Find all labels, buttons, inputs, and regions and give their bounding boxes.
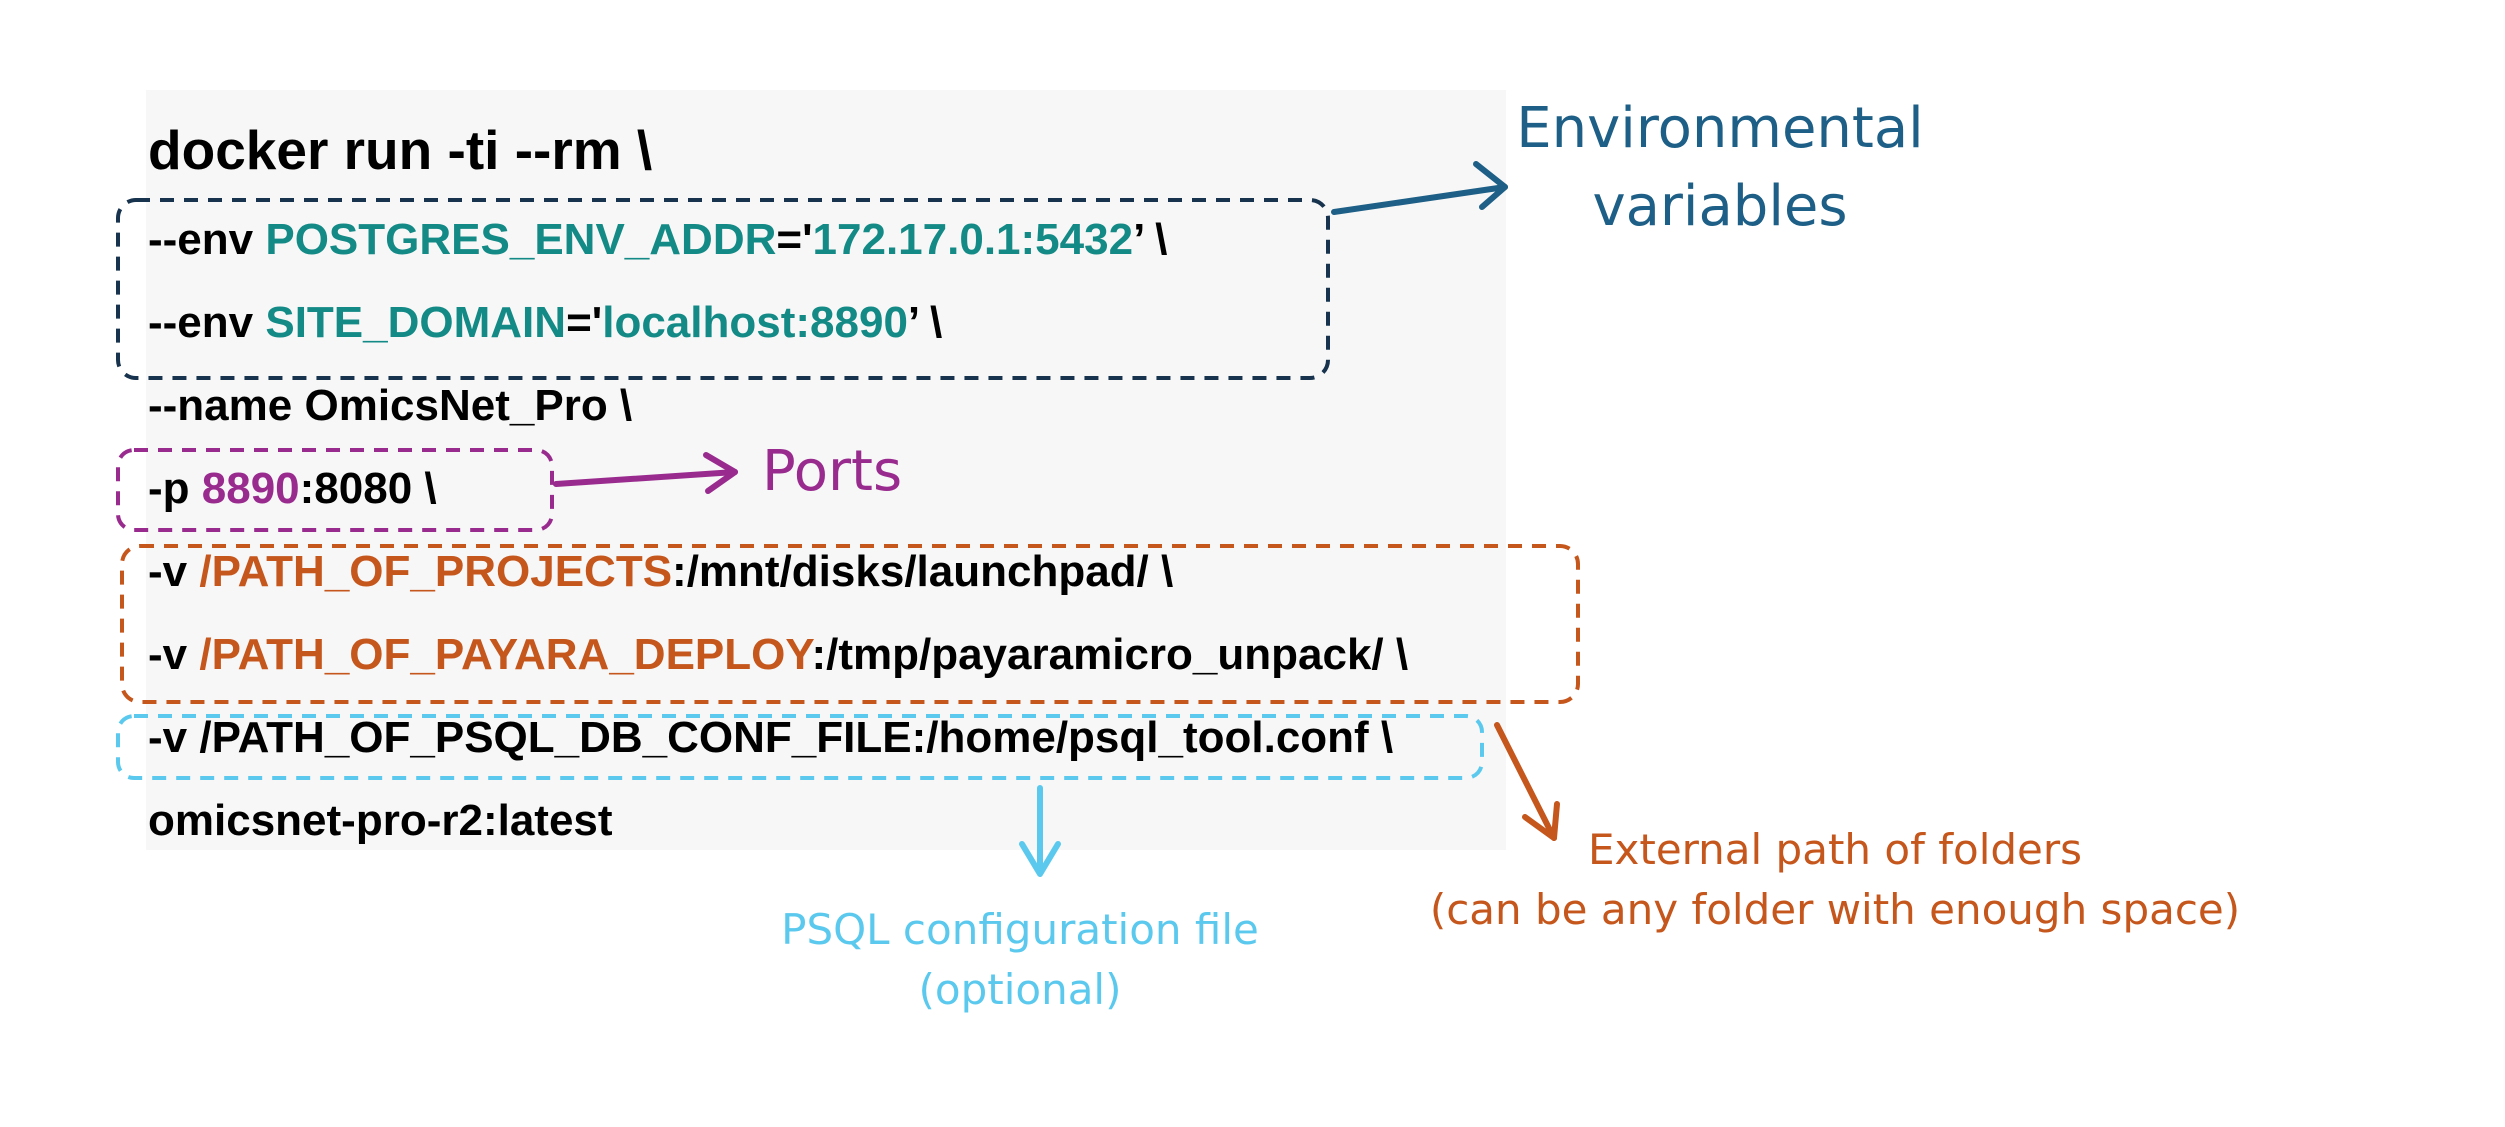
- volume-line-projects: -v /PATH_OF_PROJECTS:/mnt/disks/launchpa…: [148, 547, 1173, 597]
- env-label-line-1: Environmental: [1516, 96, 1924, 161]
- mount-path-projects: :/mnt/disks/launchpad/ \: [672, 547, 1174, 596]
- ports-arrow: [553, 452, 738, 494]
- env-variables-box: [116, 198, 1330, 380]
- volume-line-psql-conf: -v /PATH_OF_PSQL_DB_CONF_FILE:/home/psql…: [148, 713, 1394, 762]
- psql-conf-arrow: [1019, 785, 1061, 877]
- external-paths-arrow: [1494, 722, 1560, 841]
- paths-label-line-1: External path of folders: [1587, 825, 2083, 874]
- host-path-projects: /PATH_OF_PROJECTS: [199, 547, 673, 596]
- volume-flag: -v: [148, 630, 200, 679]
- env-label-line-2: variables: [1592, 174, 1848, 239]
- env-variables-label: Environmental variables: [1490, 90, 1950, 246]
- env-key-postgres: POSTGRES_ENV_ADDR: [265, 215, 777, 264]
- host-path-payara: /PATH_OF_PAYARA_DEPLOY: [199, 630, 812, 679]
- env-line-site-domain: --env SITE_DOMAIN='localhost:8890’ \: [148, 298, 942, 348]
- psql-conf-box: [116, 714, 1484, 780]
- image-tag-line: omicsnet-pro-r2:latest: [148, 796, 613, 845]
- psql-label-line-2: (optional): [918, 965, 1122, 1014]
- container-port: :8080 \: [299, 464, 437, 513]
- docker-run-line: docker run -ti --rm \: [148, 119, 653, 181]
- external-paths-box: [120, 544, 1580, 704]
- env-line-end: ’ \: [907, 298, 943, 347]
- psql-conf-label: PSQL configuration file (optional): [730, 900, 1310, 1020]
- code-block-background: [146, 90, 1506, 850]
- env-equals: =': [776, 215, 813, 264]
- env-line-end: ’ \: [1133, 215, 1168, 264]
- port-flag: -p: [148, 464, 202, 513]
- env-key-site-domain: SITE_DOMAIN: [265, 298, 567, 347]
- external-paths-label: External path of folders (can be any fol…: [1395, 820, 2275, 940]
- env-equals: =': [566, 298, 603, 347]
- volume-flag: -v: [148, 547, 200, 596]
- container-name-line: --name OmicsNet_Pro \: [148, 381, 633, 430]
- env-flag: --env: [148, 298, 266, 347]
- volume-line-payara: -v /PATH_OF_PAYARA_DEPLOY:/tmp/payaramic…: [148, 630, 1408, 680]
- env-arrow: [1331, 161, 1508, 215]
- env-line-postgres-addr: --env POSTGRES_ENV_ADDR='172.17.0.1:5432…: [148, 215, 1167, 265]
- env-value-site-domain: localhost:8890: [602, 298, 908, 347]
- env-flag: --env: [148, 215, 266, 264]
- port-line: -p 8890:8080 \: [148, 464, 437, 514]
- paths-label-line-2: (can be any folder with enough space): [1429, 885, 2241, 934]
- env-value-postgres: 172.17.0.1:5432: [812, 215, 1134, 264]
- psql-label-line-1: PSQL configuration file: [781, 905, 1259, 954]
- ports-box: [116, 448, 554, 532]
- ports-label: Ports: [762, 439, 903, 504]
- host-port: 8890: [201, 464, 300, 513]
- mount-path-payara: :/tmp/payaramicro_unpack/ \: [811, 630, 1409, 679]
